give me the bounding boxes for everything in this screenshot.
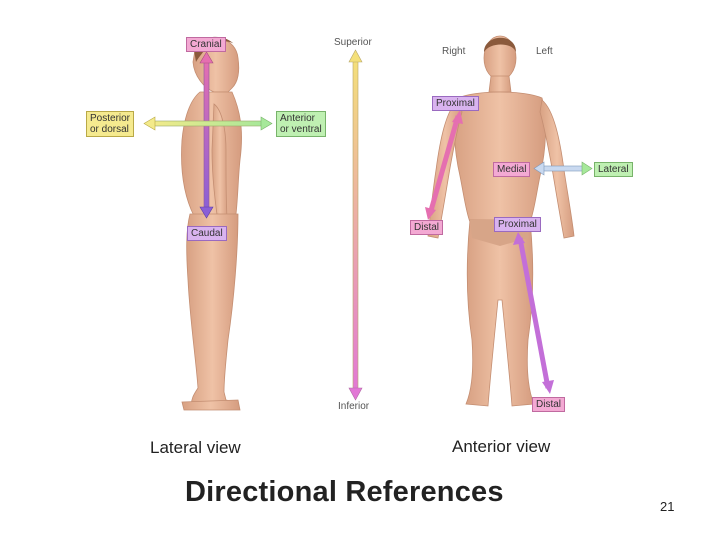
anterior-hair xyxy=(484,37,516,52)
anterior-torso xyxy=(453,91,547,223)
label-distal-arm: Distal xyxy=(410,220,444,235)
label-lateral: Lateral xyxy=(594,162,633,177)
lateral-foot xyxy=(181,399,241,411)
caption-anterior-view: Anterior view xyxy=(452,437,551,456)
label-distal-leg: Distal xyxy=(532,397,566,412)
anterior-legs xyxy=(465,219,535,407)
lateral-arm xyxy=(211,103,229,235)
lateral-body-figure xyxy=(181,36,242,411)
label-proximal-leg: Proximal xyxy=(494,217,541,232)
posterior-anterior-arrow xyxy=(143,116,273,131)
superior-inferior-arrow xyxy=(348,49,363,401)
label-left: Left xyxy=(536,46,553,57)
figure-title: Directional References xyxy=(185,476,504,508)
label-medial: Medial xyxy=(493,162,531,177)
caption-lateral-view: Lateral view xyxy=(150,438,241,457)
label-right: Right xyxy=(442,46,466,57)
arm-proximal-distal-arrow xyxy=(425,110,463,220)
label-proximal-arm: Proximal xyxy=(432,96,479,111)
lateral-torso xyxy=(181,91,242,217)
page-number: 21 xyxy=(660,499,675,514)
label-caudal: Caudal xyxy=(187,226,227,241)
label-inferior: Inferior xyxy=(338,401,370,412)
leg-proximal-distal-arrow xyxy=(513,232,554,394)
label-cranial: Cranial xyxy=(186,37,226,52)
label-anterior-ventral: Anterior or ventral xyxy=(276,111,326,137)
label-posterior-dorsal: Posterior or dorsal xyxy=(86,111,135,137)
cranial-caudal-arrow xyxy=(199,51,214,219)
lateral-legs xyxy=(186,213,239,409)
anterior-neck xyxy=(488,75,512,93)
label-superior: Superior xyxy=(334,37,372,48)
medial-lateral-arrow xyxy=(533,161,593,176)
